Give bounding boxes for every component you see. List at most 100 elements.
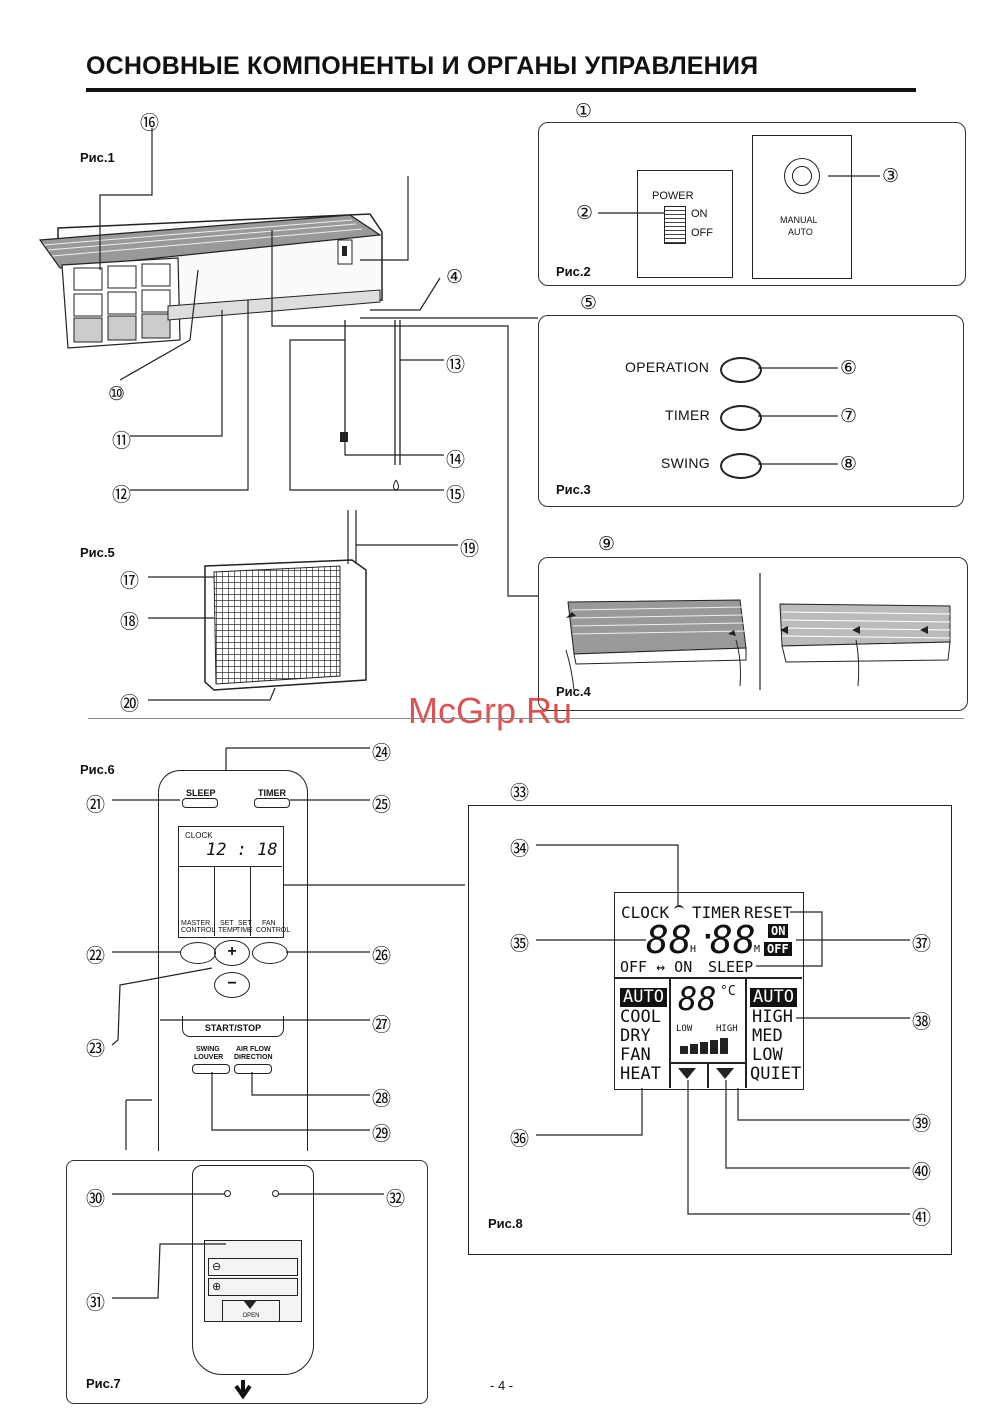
fig5-label: Рис.5 (80, 545, 115, 560)
lcd-timer: TIMER (692, 903, 741, 922)
remote-back (192, 1165, 314, 1375)
fig2-leaders (598, 175, 880, 214)
page-title: ОСНОВНЫЕ КОМПОНЕНТЫ И ОРГАНЫ УПРАВЛЕНИЯ (86, 52, 759, 80)
mode-heat: HEAT (620, 1064, 661, 1084)
callout-29: ㉙ (372, 1124, 392, 1145)
fan-auto: AUTO (750, 988, 797, 1007)
power-switch-box (637, 170, 733, 278)
master-control-2: CONTROL (181, 927, 216, 934)
lcd-low: LOW (676, 1024, 693, 1034)
fig8-panel (468, 805, 952, 1255)
fan-control-2: CONTROL (256, 927, 291, 934)
fan-control-button[interactable] (252, 942, 288, 964)
swing-label: SWING (661, 455, 710, 471)
callout-27: ㉗ (372, 1015, 392, 1036)
callout-15: ⑮ (446, 485, 466, 506)
power-label: POWER (652, 190, 694, 202)
fig2-label: Рис.2 (556, 264, 591, 279)
callout-25: ㉕ (372, 795, 392, 816)
off-label: OFF (691, 227, 713, 239)
fan-high: HIGH (752, 1007, 793, 1027)
remote-lcd-divider (178, 866, 282, 867)
fig8-label: Рис.8 (488, 1216, 523, 1231)
reset-hole[interactable] (224, 1190, 231, 1197)
lcd-vline-2 (745, 977, 747, 1088)
title-underline (86, 88, 916, 92)
remote-lcd (178, 826, 284, 938)
lcd-frame (614, 892, 804, 1090)
manual-auto-box (752, 135, 852, 279)
callout-35: ㉟ (510, 934, 530, 955)
fig1-indoor-unit-drawing (38, 128, 540, 597)
manual-label: MANUAL (780, 215, 818, 225)
remote-timer-button[interactable] (254, 798, 290, 808)
callout-21: ㉑ (86, 795, 106, 816)
callout-39: ㊴ (912, 1114, 932, 1135)
lcd-hours: 88 (646, 918, 692, 962)
callout-11: ⑪ (112, 431, 132, 452)
callout-28: ㉘ (372, 1089, 392, 1110)
callout-16: ⑯ (140, 113, 160, 134)
callout-26: ㉖ (372, 946, 392, 967)
lcd-hline (614, 977, 802, 979)
fig4-grille-drawing (565, 573, 951, 691)
battery-2: ⊕ (208, 1278, 298, 1296)
fan-level-bars (680, 1038, 732, 1054)
fig3-label: Рис.3 (556, 482, 591, 497)
plus-button[interactable]: + (214, 940, 250, 966)
fig8-leaders (536, 844, 910, 1215)
swing-indicator (720, 453, 762, 479)
lcd-high: HIGH (716, 1024, 738, 1034)
fig7-label: Рис.7 (86, 1376, 121, 1391)
callout-3: ③ (882, 166, 900, 187)
air-flow-direction-button[interactable] (234, 1064, 272, 1074)
callout-18: ⑱ (120, 612, 140, 633)
remote-time: 12 : 18 (206, 840, 278, 860)
lcd-colon: · (700, 922, 716, 952)
swing-louver-button[interactable] (192, 1064, 230, 1074)
callout-17: ⑰ (120, 571, 140, 592)
air-flow-2: DIRECTION (234, 1054, 273, 1061)
callout-22: ㉒ (86, 946, 106, 967)
callout-37: ㊲ (912, 934, 932, 955)
set-time-1: SET (238, 920, 252, 927)
start-stop-button[interactable]: START/STOP (182, 1016, 284, 1037)
minus-button[interactable]: − (214, 972, 250, 998)
manual-auto-button[interactable] (784, 158, 820, 194)
fig4-label: Рис.4 (556, 684, 591, 699)
callout-23: ㉓ (86, 1039, 106, 1060)
set-temp-1: SET (220, 920, 234, 927)
callout-7: ⑦ (840, 406, 858, 427)
callout-1: ① (575, 101, 593, 122)
callout-14: ⑭ (446, 450, 466, 471)
sleep-label: SLEEP (186, 788, 216, 798)
remote-lcd-vline-2 (250, 866, 251, 936)
mode-auto: AUTO (620, 988, 667, 1007)
callout-10: ⑩ (108, 384, 126, 405)
lcd-vline-1 (669, 977, 671, 1088)
lcd-minutes: 88 (710, 918, 756, 962)
set-temp-2: TEMP (218, 927, 238, 934)
swing-louver-1: SWING (196, 1046, 220, 1053)
timer-label: TIMER (665, 407, 711, 423)
air-flow-1: AIR FLOW (236, 1046, 271, 1053)
callout-6: ⑥ (840, 358, 858, 379)
section-divider (88, 718, 964, 719)
callout-41: ㊶ (912, 1208, 932, 1229)
timer-indicator (720, 405, 762, 431)
callout-19: ⑲ (460, 539, 480, 560)
callout-32: ㉜ (386, 1189, 406, 1210)
sleep-button[interactable] (182, 798, 218, 808)
power-switch[interactable] (664, 206, 686, 244)
remote-body (158, 770, 308, 1151)
signal-icon (674, 905, 684, 915)
mode-cool: COOL (620, 1007, 661, 1027)
fan-control-1: FAN (262, 920, 276, 927)
swing-louver-2: LOUVER (194, 1054, 224, 1061)
lcd-reset: RESET (744, 903, 793, 922)
watermark: McGrp.Ru (408, 690, 573, 731)
callout-31: ㉛ (86, 1293, 106, 1314)
callout-12: ⑫ (112, 485, 132, 506)
callout-34: ㉞ (510, 839, 530, 860)
callout-2: ② (576, 203, 594, 224)
